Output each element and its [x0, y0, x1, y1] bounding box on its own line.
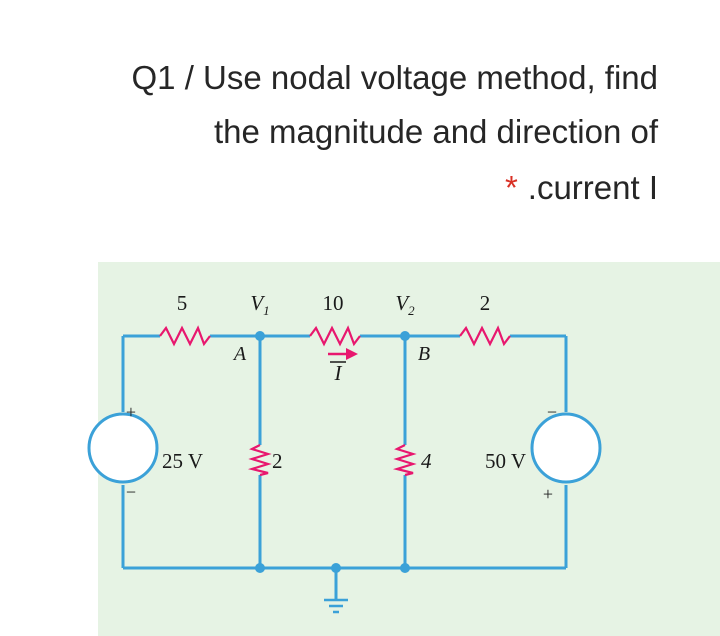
label-v2: V2: [395, 291, 415, 318]
resistor-5-ohm: [159, 325, 211, 347]
label-node-b: B: [418, 343, 430, 365]
node-b-dot: [400, 331, 410, 341]
resistor-2-ohm-top: [459, 325, 511, 347]
label-resistor-2-top: 2: [480, 291, 491, 315]
label-v1: V1: [250, 291, 269, 318]
question-line-3: *.current I: [505, 168, 658, 208]
circuit-panel: [98, 262, 720, 636]
label-right-plus: +: [543, 484, 553, 504]
label-right-minus: −: [547, 402, 557, 422]
label-left-plus: +: [126, 402, 136, 422]
required-asterisk: *: [504, 169, 518, 206]
ground-icon: [324, 598, 348, 614]
question-line-2: the magnitude and direction of: [214, 113, 658, 150]
resistor-2-ohm-left: [247, 444, 272, 477]
label-source-50v: 50 V: [485, 449, 526, 473]
resistor-10-ohm: [309, 325, 361, 347]
label-current-i: I: [334, 361, 343, 385]
bottom-left-node-dot: [255, 563, 265, 573]
label-resistor-4: 4: [421, 449, 432, 473]
bottom-right-node-dot: [400, 563, 410, 573]
label-node-a: A: [232, 343, 247, 365]
label-resistor-2-left: 2: [272, 449, 283, 473]
current-arrow-head: [346, 348, 358, 360]
bottom-mid-node-dot: [331, 563, 341, 573]
label-left-minus: −: [126, 482, 136, 502]
voltage-source-right: [530, 412, 602, 484]
question-line-1: Q1 / Use nodal voltage method, find: [131, 59, 659, 96]
voltage-source-left: [87, 412, 159, 484]
label-resistor-10: 10: [323, 291, 344, 315]
node-a-dot: [255, 331, 265, 341]
label-resistor-5: 5: [177, 291, 188, 315]
label-source-25v: 25 V: [162, 449, 203, 473]
question-line-3-text: .current I: [527, 169, 658, 206]
resistor-4-ohm-right: [392, 444, 417, 477]
